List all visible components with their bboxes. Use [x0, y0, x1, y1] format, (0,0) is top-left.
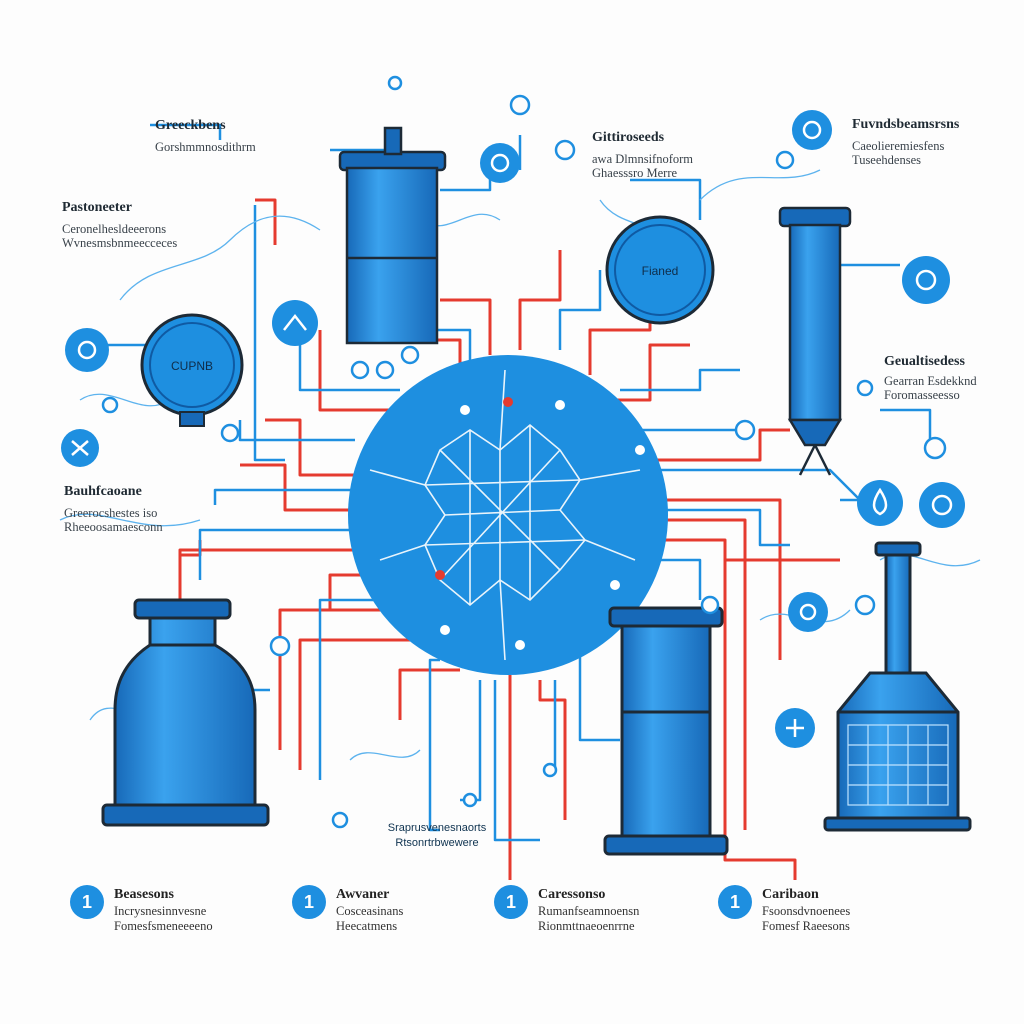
- label-title: Geualtisedess: [884, 354, 965, 369]
- label-line: Greerocshestes iso: [64, 506, 158, 521]
- right-tall-column: [778, 206, 852, 476]
- label-line: Gearran Esdekknd: [884, 374, 977, 389]
- label-title: Greeckbens: [155, 118, 226, 133]
- footer-line: Incrysnesinnvesne: [114, 903, 207, 918]
- footer-line: Cosceasinans: [336, 903, 404, 918]
- label-line: Foromasseesso: [884, 388, 960, 403]
- valve-icon: [61, 429, 99, 467]
- label-title: Fuvndsbeamsrsns: [852, 117, 960, 132]
- footer-line: Heecatmens: [336, 918, 398, 933]
- label-title: Bauhfcaoane: [64, 484, 142, 499]
- pump-icon: [788, 592, 828, 632]
- label-line: Rheeoosamaesconn: [64, 520, 163, 535]
- label-left-middle: Bauhfcaoane Greerocshestes iso Rheeoosam…: [64, 484, 163, 535]
- label-top-left: Greeckbens Gorshmmnosdithrm: [155, 118, 256, 154]
- label-bottom-center: Sraprusvenesnaorts Rtsonrtrbwewere: [372, 822, 502, 849]
- footer-item: 1 Beasesons Incrysnesinnvesne Fomesfsmen…: [70, 885, 213, 934]
- right-sphere-caption: Fianed: [642, 264, 679, 278]
- footer-title: Beasesons: [114, 887, 174, 902]
- label-line: Caeolieremiesfens: [852, 139, 945, 154]
- footer-number-badge: 1: [292, 885, 326, 919]
- label-line: Ceronelhesldeeerons: [62, 222, 167, 237]
- drop-icon: [857, 480, 903, 526]
- footer-line: Fsoonsdvnoenees: [762, 903, 851, 918]
- label-line: Wvnesmsbnmeecceces: [62, 236, 178, 251]
- monitor-icon: [902, 256, 950, 304]
- label-top-center: Gittiroseeds awa Dlmnsifnoform Ghaesssro…: [592, 130, 693, 181]
- bottom-right-flask-reactor: [823, 541, 972, 832]
- label-line: Sraprusvenesnaorts: [387, 822, 487, 834]
- footer-number-badge: 1: [494, 885, 528, 919]
- central-reactor-sphere: [348, 355, 668, 675]
- gauge-icon: [272, 300, 318, 346]
- cycle-icon: [919, 482, 965, 528]
- footer-item: 1 Caressonso Rumanfseamnoensn Rionmttnae…: [494, 885, 639, 934]
- label-line: awa Dlmnsifnoform: [592, 152, 694, 167]
- footer-line: Rionmttnaeoenrrne: [538, 918, 635, 933]
- label-line: Gorshmmnosdithrm: [155, 140, 256, 155]
- sensor-icon: [792, 110, 832, 150]
- footer-title: Caressonso: [538, 887, 606, 902]
- label-right-middle: Geualtisedess Gearran Esdekknd Foromasse…: [884, 354, 977, 403]
- footer-line: Fomesf Raeesons: [762, 918, 850, 933]
- label-top-right: Fuvndsbeamsrsns Caeolieremiesfens Tuseeh…: [852, 117, 959, 168]
- link-icon: [775, 708, 815, 748]
- label-left-upper: Pastoneeter Ceronelhesldeeerons Wvnesmsb…: [62, 200, 177, 251]
- footer-title: Caribaon: [762, 887, 819, 902]
- label-line: Rtsonrtrbwewere: [395, 837, 479, 849]
- footer-number-badge: 1: [718, 885, 752, 919]
- label-title: Pastoneeter: [62, 200, 132, 215]
- footer-item: 1 Caribaon Fsoonsdvnoenees Fomesf Raeeso…: [718, 885, 850, 934]
- footer-line: Rumanfseamnoensn: [538, 903, 640, 918]
- label-title: Gittiroseeds: [592, 130, 665, 145]
- footer-item: 1 Awvaner Cosceasinans Heecatmens: [292, 885, 403, 934]
- footer-number-badge: 1: [70, 885, 104, 919]
- pipe-junctions: [101, 75, 947, 829]
- left-sphere-caption: CUPNB: [171, 359, 213, 373]
- status-icon: [480, 143, 520, 183]
- footer-line: Fomesfsmeneeeeno: [114, 918, 213, 933]
- top-column-vessel: [338, 126, 447, 345]
- flow-icon: [65, 328, 109, 372]
- label-line: Tuseehdenses: [852, 153, 921, 168]
- red-connection-lines: [178, 198, 840, 880]
- footer-title: Awvaner: [336, 887, 390, 902]
- label-line: Ghaesssro Merre: [592, 166, 678, 181]
- bottom-center-cylinder: [603, 606, 729, 856]
- left-pressure-sphere: [140, 313, 244, 427]
- right-pressure-sphere: [605, 215, 715, 325]
- bottom-left-bottle-tank: [101, 598, 270, 827]
